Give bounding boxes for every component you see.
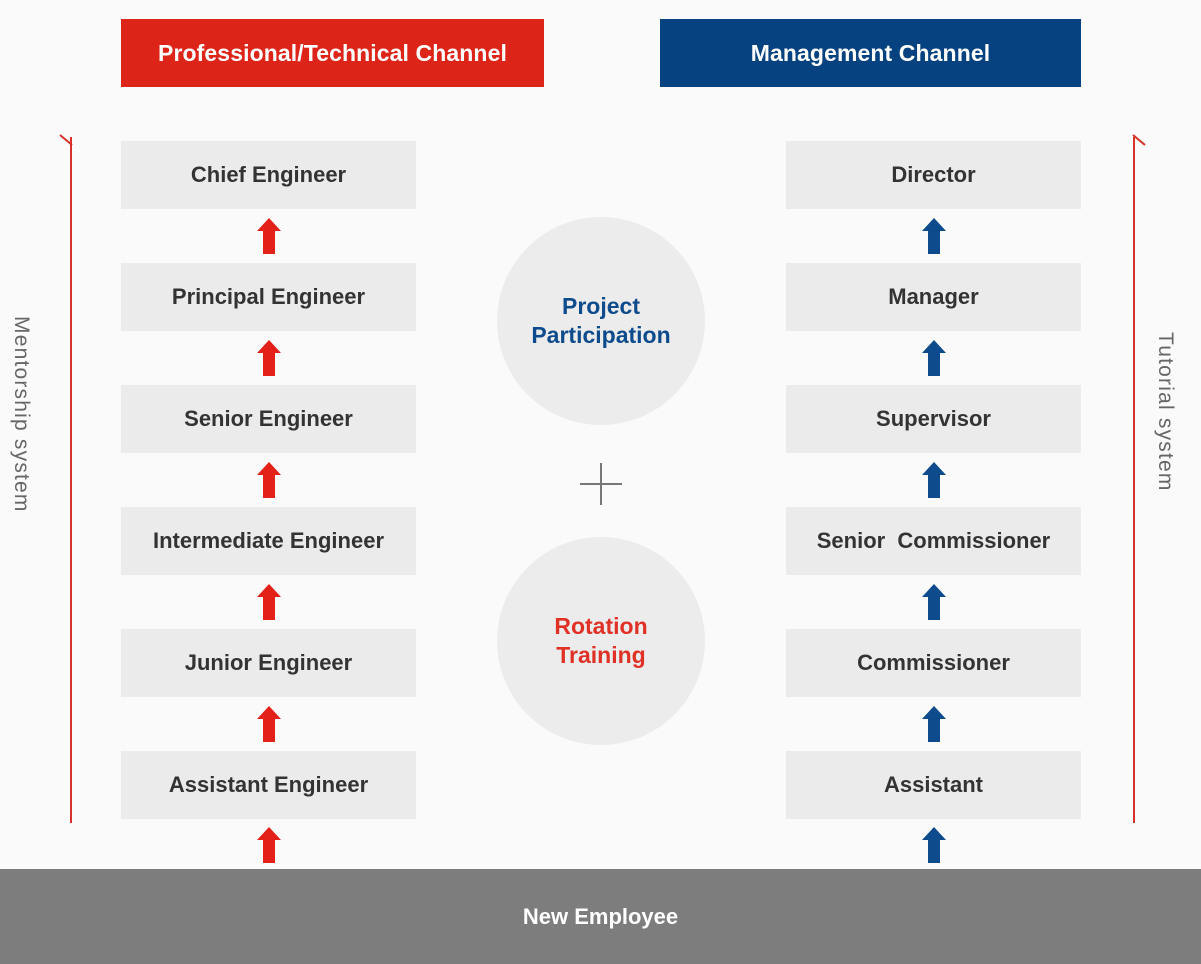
plus-icon bbox=[580, 463, 622, 505]
rotation-training-circle[interactable]: Rotation Training bbox=[497, 537, 705, 745]
new-employee-bar: New Employee bbox=[0, 869, 1201, 964]
ladder-rung-label: Intermediate Engineer bbox=[152, 528, 385, 553]
ladder-rung[interactable]: Assistant bbox=[786, 751, 1081, 819]
arrow-up-icon bbox=[921, 706, 946, 742]
channel-header-technical: Professional/Technical Channel bbox=[121, 19, 544, 87]
promotion-arrow-slot bbox=[121, 697, 416, 751]
project-participation-line2: Participation bbox=[531, 322, 671, 348]
arrow-up-icon bbox=[921, 584, 946, 620]
new-employee-label: New Employee bbox=[522, 903, 679, 929]
ladder-rung-label: Senior Engineer bbox=[184, 406, 353, 431]
ladder-rung[interactable]: Senior Commissioner bbox=[786, 507, 1081, 575]
promotion-arrow-slot bbox=[121, 575, 416, 629]
ladder-rung[interactable]: Junior Engineer bbox=[121, 629, 416, 697]
ladder-rung[interactable]: Supervisor bbox=[786, 385, 1081, 453]
promotion-arrow-slot bbox=[786, 575, 1081, 629]
mentorship-system-label: Mentorship system bbox=[10, 316, 33, 513]
arrow-up-icon bbox=[921, 462, 946, 498]
promotion-arrow-slot bbox=[786, 331, 1081, 385]
management-ladder: Director Manager Supervisor Senior Commi… bbox=[786, 141, 1081, 819]
tutorial-rail-arrowhead-icon bbox=[1132, 134, 1146, 146]
arrow-up-icon bbox=[256, 706, 281, 742]
ladder-rung-label: Assistant bbox=[883, 772, 984, 797]
tutorial-system-label: Tutorial system bbox=[1154, 332, 1177, 492]
ladder-rung-label: Chief Engineer bbox=[190, 162, 347, 187]
technical-ladder: Chief Engineer Principal Engineer Senior… bbox=[121, 141, 416, 819]
arrow-up-icon bbox=[257, 827, 281, 863]
promotion-arrow-slot bbox=[121, 209, 416, 263]
channel-header-management-label: Management Channel bbox=[750, 39, 991, 66]
mentorship-rail-arrowhead-icon bbox=[59, 134, 73, 146]
ladder-rung-label: Senior Commissioner bbox=[816, 528, 1051, 553]
ladder-rung[interactable]: Manager bbox=[786, 263, 1081, 331]
ladder-rung[interactable]: Commissioner bbox=[786, 629, 1081, 697]
promotion-arrow-slot bbox=[121, 453, 416, 507]
ladder-rung[interactable]: Chief Engineer bbox=[121, 141, 416, 209]
ladder-rung-label: Supervisor bbox=[876, 406, 991, 431]
ladder-rung-label: Manager bbox=[888, 284, 979, 309]
arrow-up-icon bbox=[922, 827, 946, 863]
rotation-training-line1: Rotation bbox=[554, 612, 648, 639]
ladder-rung[interactable]: Director bbox=[786, 141, 1081, 209]
ladder-rung[interactable]: Assistant Engineer bbox=[121, 751, 416, 819]
ladder-rung-label: Junior Engineer bbox=[184, 650, 353, 675]
promotion-arrow-slot bbox=[786, 209, 1081, 263]
arrow-up-icon bbox=[256, 218, 281, 254]
promotion-arrow-slot bbox=[786, 697, 1081, 751]
ladder-rung-label: Director bbox=[891, 162, 976, 187]
ladder-rung[interactable]: Senior Engineer bbox=[121, 385, 416, 453]
arrow-up-icon bbox=[921, 340, 946, 376]
arrow-up-icon bbox=[256, 462, 281, 498]
tutorial-rail-line bbox=[1133, 137, 1135, 823]
arrow-up-icon bbox=[256, 584, 281, 620]
ladder-rung[interactable]: Intermediate Engineer bbox=[121, 507, 416, 575]
ladder-rung-label: Commissioner bbox=[857, 650, 1010, 675]
project-participation-line1: Project bbox=[562, 292, 640, 319]
arrow-up-icon bbox=[921, 218, 946, 254]
arrow-up-icon bbox=[256, 340, 281, 376]
mentorship-rail-line bbox=[70, 137, 72, 823]
ladder-rung[interactable]: Principal Engineer bbox=[121, 263, 416, 331]
channel-header-technical-label: Professional/Technical Channel bbox=[158, 39, 507, 66]
project-participation-circle[interactable]: Project Participation bbox=[497, 217, 705, 425]
promotion-arrow-slot bbox=[786, 453, 1081, 507]
ladder-rung-label: Assistant Engineer bbox=[168, 772, 369, 797]
channel-header-management: Management Channel bbox=[660, 19, 1081, 87]
rotation-training-line2: Training bbox=[556, 642, 646, 668]
promotion-arrow-slot bbox=[121, 331, 416, 385]
ladder-rung-label: Principal Engineer bbox=[171, 284, 366, 309]
